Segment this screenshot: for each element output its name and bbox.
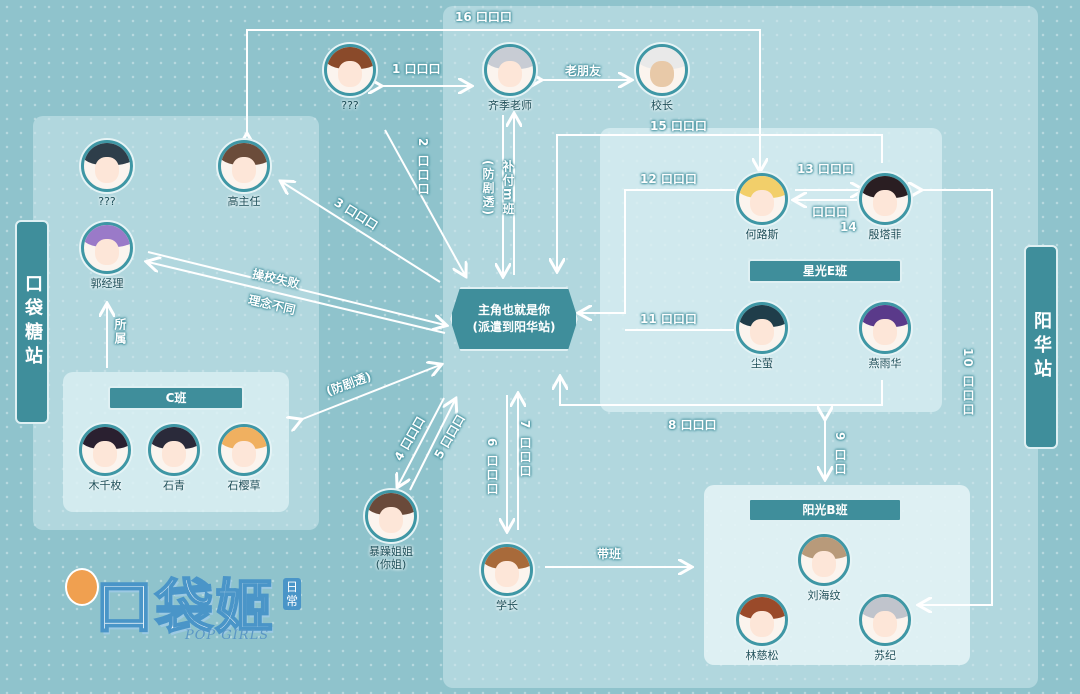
relation-6: 6 口口口: [485, 438, 499, 497]
avatar: [81, 222, 133, 274]
character-shiying: 石樱草: [204, 424, 284, 492]
relation-class-b: 补付m班: [501, 160, 515, 217]
avatar: [81, 140, 133, 192]
relation-7: 7 口口口: [518, 420, 532, 479]
character-note: (你姐): [375, 558, 407, 571]
character-name: 木千枚: [88, 479, 122, 492]
avatar: [218, 424, 270, 476]
protagonist-node: 主角也就是你 (派遣到阳华站): [450, 287, 578, 351]
character-name: 燕雨华: [868, 357, 902, 370]
avatar: [736, 173, 788, 225]
character-qi-teacher: 齐季老师: [470, 44, 550, 112]
yanghua-station-banner: 阳华站: [1024, 245, 1058, 449]
character-guo: 郭经理: [67, 222, 147, 290]
character-unknown-top: ???: [310, 44, 390, 112]
character-name: 石青: [163, 479, 185, 492]
logo-subtitle: POP GIRLS: [185, 628, 270, 643]
character-yin: 殷塔菲: [845, 173, 925, 241]
character-gao: 高主任: [204, 140, 284, 208]
character-liu: 刘海纹: [784, 534, 864, 602]
protagonist-line2: (派遣到阳华站): [472, 320, 556, 334]
avatar: [736, 594, 788, 646]
relation-2: 2 口口口: [416, 138, 430, 197]
relation-lead: 带班: [597, 547, 622, 561]
character-name: 暴躁姐姐: [369, 545, 413, 558]
class-c-banner: C班: [108, 386, 244, 410]
avatar: [148, 424, 200, 476]
character-name: 林慈松: [745, 649, 779, 662]
relation-14: 14: [840, 220, 857, 234]
pop-girls-logo: 口袋姬 日常 POP GIRLS: [55, 560, 301, 650]
class-sun-banner: 阳光B班: [748, 498, 902, 522]
avatar: [798, 534, 850, 586]
character-name: 何路斯: [745, 228, 779, 241]
relation-12: 12 口口口: [640, 172, 697, 186]
relation-10: 10 口口口: [961, 348, 975, 417]
protagonist-line1: 主角也就是你: [477, 303, 550, 317]
character-chen: 尘萤: [722, 302, 802, 370]
character-name: 苏纪: [874, 649, 896, 662]
avatar: [859, 302, 911, 354]
avatar: [481, 544, 533, 596]
pocket-station-banner: 口袋糖站: [15, 220, 49, 424]
character-name: 石樱草: [227, 479, 261, 492]
character-name: 郭经理: [90, 277, 124, 290]
avatar: [218, 140, 270, 192]
character-lin: 林慈松: [722, 594, 802, 662]
logo-title: 口袋姬: [94, 572, 276, 642]
character-he: 何路斯: [722, 173, 802, 241]
character-mu: 木千枚: [65, 424, 145, 492]
relation-16: 16 口口口: [455, 10, 512, 24]
relation-13b: 口口口: [812, 205, 849, 219]
character-su: 苏纪: [845, 594, 925, 662]
character-name: 刘海纹: [807, 589, 841, 602]
character-principal: 校长: [622, 44, 702, 112]
character-name: ???: [341, 99, 359, 112]
relation-8: 8 口口口: [668, 418, 717, 432]
character-name: 尘萤: [751, 357, 773, 370]
character-name: 殷塔菲: [868, 228, 902, 241]
relation-dorm-watch-top: (防剧透): [481, 160, 495, 217]
avatar: [484, 44, 536, 96]
relation-belongs: 所属: [113, 318, 127, 346]
avatar: [859, 594, 911, 646]
class-star-banner: 星光E班: [748, 259, 902, 283]
relation-9: 9 口口: [833, 432, 847, 477]
avatar: [365, 490, 417, 542]
character-sister: 暴躁姐姐 (你姐): [351, 490, 431, 571]
character-senior: 学长: [467, 544, 547, 612]
character-name: 高主任: [227, 195, 261, 208]
logo-tag: 日常: [283, 578, 301, 610]
avatar: [636, 44, 688, 96]
avatar: [859, 173, 911, 225]
relation-13: 13 口口口: [797, 162, 854, 176]
character-yan: 燕雨华: [845, 302, 925, 370]
relation-15: 15 口口口: [650, 119, 707, 133]
relation-11: 11 口口口: [640, 312, 697, 326]
mascot-icon: [65, 568, 99, 606]
character-unknown-glasses: ???: [67, 140, 147, 208]
character-shi: 石青: [134, 424, 214, 492]
character-name: 学长: [496, 599, 518, 612]
avatar: [324, 44, 376, 96]
avatar: [79, 424, 131, 476]
character-name: 校长: [651, 99, 673, 112]
character-name: 齐季老师: [488, 99, 532, 112]
avatar: [736, 302, 788, 354]
character-name: ???: [98, 195, 116, 208]
relation-1: 1 口口口: [392, 62, 441, 76]
relation-old-friend: 老朋友: [565, 64, 602, 78]
